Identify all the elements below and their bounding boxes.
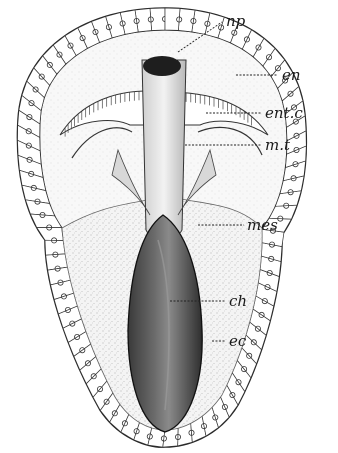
label-ec: ec [229, 332, 247, 350]
neural-pore [143, 56, 181, 76]
label-np: np [226, 12, 246, 30]
label-m-t: m.t [265, 136, 291, 154]
ectoderm-cell [178, 9, 195, 32]
label-en: en [282, 66, 301, 84]
neural-tube [142, 60, 186, 238]
label-ent-c: ent.c [265, 104, 303, 122]
ectoderm-cell [165, 8, 180, 30]
label-ch: ch [229, 292, 247, 310]
label-mes: mes [247, 216, 278, 234]
ectoderm-cell [37, 227, 63, 240]
